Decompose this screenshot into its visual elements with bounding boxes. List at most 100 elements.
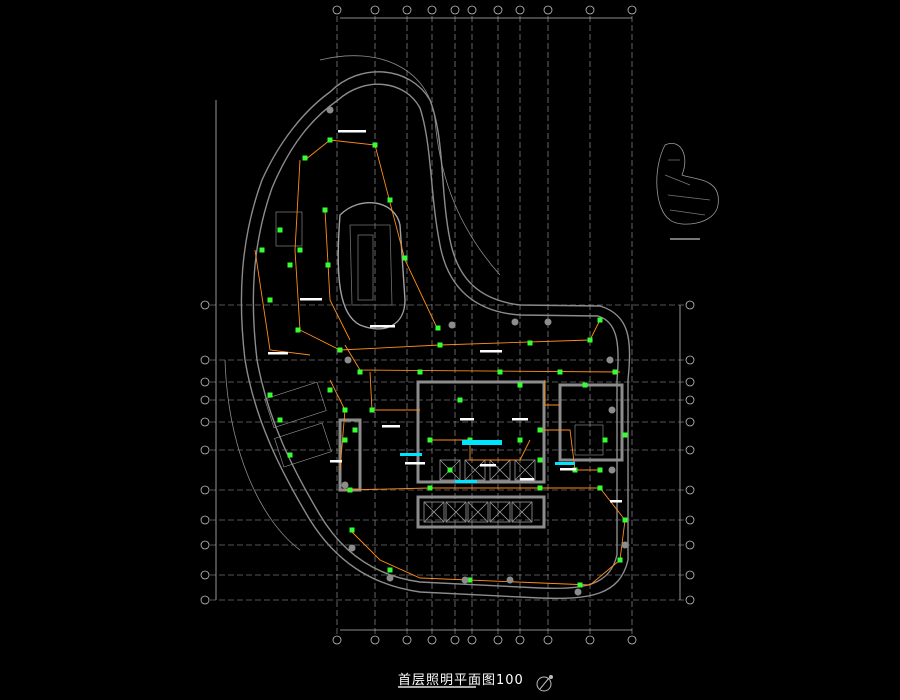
axis-bubble: [200, 417, 210, 427]
light-fixture: [597, 485, 603, 491]
column: [574, 588, 582, 596]
axis-bubble: [585, 5, 595, 15]
text-label: [300, 298, 322, 301]
core-walls: [338, 380, 624, 529]
light-fixture: [369, 407, 375, 413]
axis-bubble: [543, 635, 553, 645]
light-fixture: [612, 369, 618, 375]
axis-bubble: [685, 595, 695, 605]
axis-bubble: [493, 5, 503, 15]
axis-bubble: [332, 635, 342, 645]
axis-bubble: [685, 377, 695, 387]
elevator-car: [423, 501, 445, 523]
axis-bubble: [200, 355, 210, 365]
light-fixture: [587, 337, 593, 343]
light-fixture: [325, 262, 331, 268]
text-label: [480, 464, 496, 467]
column: [461, 576, 469, 584]
light-fixture: [435, 325, 441, 331]
light-fixture: [287, 262, 293, 268]
light-fixture: [467, 577, 473, 583]
elevator-cross: [467, 501, 489, 523]
text-label: [370, 325, 395, 328]
text-label: [560, 468, 576, 471]
axis-bubble: [402, 5, 412, 15]
light-fixture: [322, 207, 328, 213]
light-fixture: [497, 369, 503, 375]
light-fixture: [287, 452, 293, 458]
axis-bubble: [685, 395, 695, 405]
light-fixture: [259, 247, 265, 253]
elevator-car: [511, 501, 533, 523]
text-label: [480, 350, 502, 353]
light-fixture: [427, 437, 433, 443]
column: [326, 106, 334, 114]
axis-bubble: [543, 5, 553, 15]
column: [344, 356, 352, 364]
text-label: [338, 130, 366, 133]
light-fixture: [277, 227, 283, 233]
axis-bubble: [685, 445, 695, 455]
text-label: [330, 460, 342, 463]
elevator-shafts: [423, 459, 536, 523]
axis-bubble: [200, 445, 210, 455]
column: [506, 576, 514, 584]
axis-bubble: [370, 5, 380, 15]
axis-bubble: [200, 395, 210, 405]
light-fixture: [297, 247, 303, 253]
axis-bubble: [685, 300, 695, 310]
light-fixture: [302, 155, 308, 161]
light-fixture: [622, 517, 628, 523]
columns: [326, 106, 629, 596]
axis-bubble: [427, 5, 437, 15]
axis-bubble: [332, 5, 342, 15]
light-fixture: [537, 457, 543, 463]
axis-bubble: [685, 515, 695, 525]
text-labels: [268, 130, 622, 503]
elevator-car: [489, 501, 511, 523]
light-fixture: [597, 467, 603, 473]
light-fixtures: [259, 137, 628, 588]
elevator-cross: [423, 501, 445, 523]
highlight-marks: [400, 440, 575, 483]
light-fixture: [337, 347, 343, 353]
light-fixture: [602, 437, 608, 443]
column: [606, 356, 614, 364]
stairs: [264, 211, 604, 468]
text-label: [610, 500, 622, 503]
light-fixture: [342, 437, 348, 443]
axis-bubble: [200, 540, 210, 550]
light-fixture: [342, 407, 348, 413]
light-fixture: [537, 485, 543, 491]
key-plan-icon: [656, 143, 719, 240]
axis-bubble: [200, 377, 210, 387]
light-fixture: [537, 427, 543, 433]
axis-bubble: [515, 635, 525, 645]
light-fixture: [517, 437, 523, 443]
column: [448, 321, 456, 329]
axis-bubble: [685, 540, 695, 550]
text-label: [405, 462, 425, 465]
light-fixture: [417, 369, 423, 375]
axis-bubble: [200, 595, 210, 605]
column: [608, 406, 616, 414]
light-fixture: [295, 327, 301, 333]
light-fixture: [527, 340, 533, 346]
axis-bubble: [427, 635, 437, 645]
axis-bubble: [370, 635, 380, 645]
light-fixture: [349, 527, 355, 533]
axis-bubble: [200, 485, 210, 495]
light-fixture: [617, 557, 623, 563]
light-fixture: [557, 369, 563, 375]
light-fixture: [577, 582, 583, 588]
axis-bubble: [627, 635, 637, 645]
light-fixture: [267, 297, 273, 303]
elevator-car: [445, 501, 467, 523]
light-fixture: [427, 485, 433, 491]
drawing-title: 首层照明平面图100: [398, 673, 524, 688]
light-fixture: [622, 432, 628, 438]
axis-bubbles: [200, 5, 695, 645]
axis-bubble: [685, 417, 695, 427]
column: [544, 318, 552, 326]
